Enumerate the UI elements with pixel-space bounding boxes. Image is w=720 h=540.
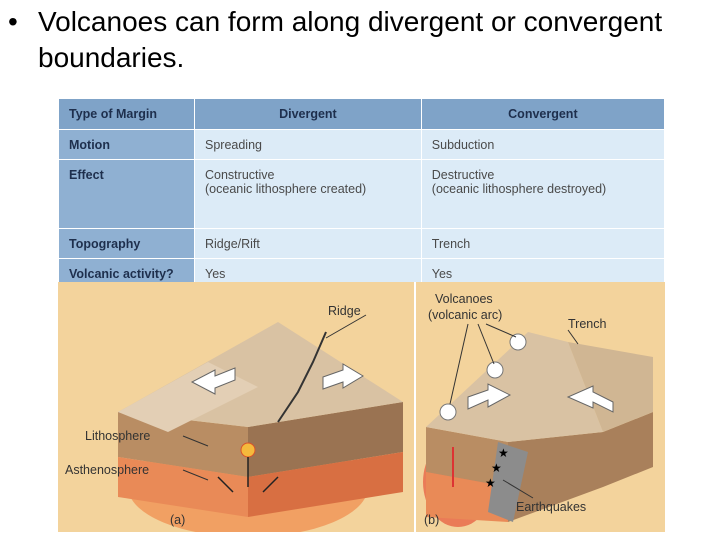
lithosphere-front-left <box>118 412 248 477</box>
volcano-pointer <box>485 323 517 338</box>
subducting-slab <box>488 442 528 522</box>
plate-margin-table: Type of Margin Divergent Convergent Moti… <box>58 98 666 289</box>
panel-a-label: (a) <box>170 513 186 527</box>
trench-label: Trench <box>568 317 607 331</box>
earthquakes-pointer <box>502 479 534 499</box>
mantle-front <box>426 472 508 522</box>
plate-boundary-diagram: ★ ★ ★ Ridge Lithosphere Asthenosphere (a… <box>58 282 665 537</box>
volcanoes-label: Volcanoes <box>435 292 493 306</box>
table-row: Effect Constructive (oceanic lithosphere… <box>58 159 666 229</box>
upwelling-arrow <box>217 476 234 493</box>
cell-divergent: Ridge/Rift <box>194 228 422 259</box>
spreading-arrow-left <box>190 367 236 395</box>
bullet-symbol: • <box>8 6 18 37</box>
volcanic-arc-label: (volcanic arc) <box>428 308 503 322</box>
volcano-plume <box>439 403 457 421</box>
volcano-pointer <box>449 323 469 405</box>
diagram-illustration: ★ ★ ★ <box>118 282 653 537</box>
spreading-arrow-right <box>322 363 364 390</box>
lithosphere-label: Lithosphere <box>85 429 151 443</box>
convergence-arrow-right <box>566 385 614 413</box>
cell-divergent: Spreading <box>194 129 422 160</box>
cell-convergent: Subduction <box>420 129 666 160</box>
upwelling-arrow <box>262 476 279 493</box>
convergence-arrow-left <box>467 383 512 410</box>
header-type-of-margin: Type of Margin <box>58 98 195 130</box>
table-row: Motion Spreading Subduction <box>58 129 666 160</box>
comparison-table: Type of Margin Divergent Convergent Moti… <box>58 98 666 289</box>
header-convergent: Convergent <box>420 98 666 130</box>
earthquake-marker: ★ <box>498 446 509 460</box>
asthenosphere-pointer <box>182 469 209 481</box>
table-header-row: Type of Margin Divergent Convergent <box>58 98 666 130</box>
table-row: Topography Ridge/Rift Trench <box>58 228 666 259</box>
cell-convergent: Trench <box>420 228 666 259</box>
row-label: Motion <box>58 129 195 160</box>
bullet-text: Volcanoes can form along divergent or co… <box>38 6 663 73</box>
convergent-block: ★ ★ ★ <box>423 332 653 527</box>
header-divergent: Divergent <box>194 98 422 130</box>
earthquake-marker: ★ <box>491 461 502 475</box>
ridge-pointer <box>325 314 367 339</box>
lithosphere-pointer <box>182 435 209 447</box>
trench-pointer <box>567 329 579 345</box>
subducting-plate-front <box>508 412 653 522</box>
asthenosphere-label: Asthenosphere <box>65 463 150 477</box>
overriding-plate-top <box>426 332 603 442</box>
asthenosphere-front-right <box>248 452 403 517</box>
row-label: Effect <box>58 159 195 229</box>
divergent-block <box>118 322 403 537</box>
row-label: Topography <box>58 228 195 259</box>
ocean-plate-top <box>568 342 653 432</box>
ridge-crest <box>277 331 327 423</box>
volcano-plume <box>486 361 504 379</box>
asthenosphere-front-left <box>118 457 248 517</box>
ridge-label: Ridge <box>328 304 361 318</box>
volcano-plume <box>509 333 527 351</box>
cell-divergent: Constructive (oceanic lithosphere create… <box>194 159 422 229</box>
magma-chamber <box>240 442 256 458</box>
volcano-pointer <box>477 323 495 365</box>
earthquakes-label: Earthquakes <box>516 500 587 514</box>
panel-b-label: (b) <box>424 513 440 527</box>
cell-convergent: Destructive (oceanic lithosphere destroy… <box>420 159 666 229</box>
overriding-plate-front <box>426 427 508 487</box>
earthquake-marker: ★ <box>485 476 496 490</box>
